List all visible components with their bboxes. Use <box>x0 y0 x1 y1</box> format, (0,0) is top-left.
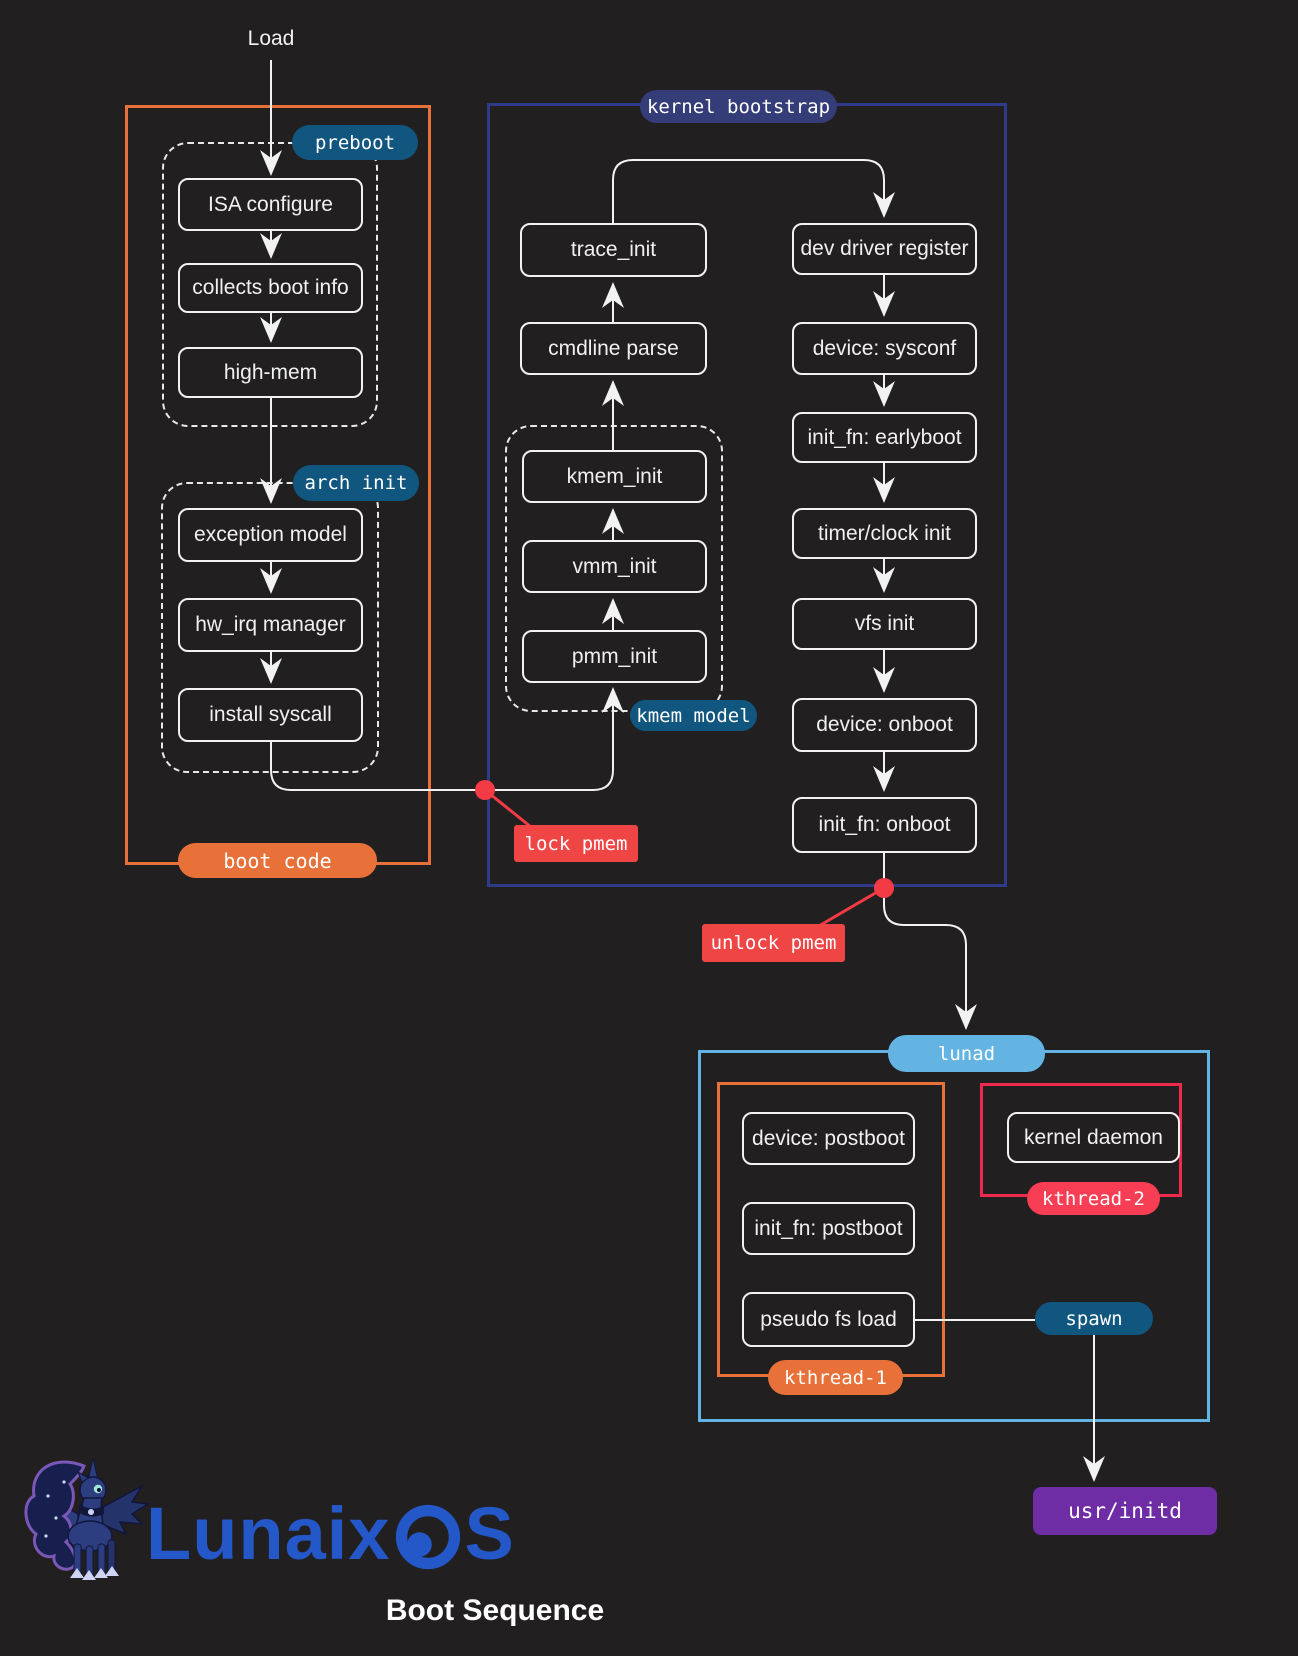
pony-mascot-logo <box>0 0 132 140</box>
node-pmm-init: pmm_init <box>522 630 707 683</box>
node-init-fn-earlyboot: init_fn: earlyboot <box>792 412 977 463</box>
brand-text-s: S <box>464 1492 515 1575</box>
kmem-model-label: kmem model <box>630 700 757 731</box>
brand-logo: Lunaix S <box>146 1492 515 1576</box>
node-trace-init: trace_init <box>520 223 707 277</box>
node-hw-irq-manager: hw_irq manager <box>178 598 363 652</box>
node-vmm-init: vmm_init <box>522 540 707 593</box>
spawn-label: spawn <box>1035 1302 1153 1335</box>
node-isa-configure: ISA configure <box>178 178 363 231</box>
kthread1-label: kthread-1 <box>768 1360 903 1395</box>
unlock-pmem-label: unlock pmem <box>702 924 845 962</box>
node-kmem-init: kmem_init <box>522 450 707 503</box>
page-title: Boot Sequence <box>385 1594 605 1627</box>
kernel-bootstrap-label: kernel bootstrap <box>640 90 837 123</box>
node-usr-initd: usr/initd <box>1033 1487 1217 1535</box>
lock-pmem-label: lock pmem <box>514 825 638 862</box>
node-device-sysconf: device: sysconf <box>792 322 977 375</box>
load-label: Load <box>247 27 295 50</box>
node-vfs-init: vfs init <box>792 598 977 650</box>
node-device-onboot: device: onboot <box>792 698 977 752</box>
node-init-fn-postboot: init_fn: postboot <box>742 1202 915 1255</box>
brand-text-lunaix: Lunaix <box>146 1492 391 1575</box>
boot-code-label: boot code <box>178 843 377 878</box>
pony-mascot <box>20 1452 152 1592</box>
node-device-postboot: device: postboot <box>742 1112 915 1165</box>
node-init-fn-onboot: init_fn: onboot <box>792 797 977 853</box>
node-kernel-daemon: kernel daemon <box>1007 1112 1180 1163</box>
arch-init-label: arch init <box>293 465 419 501</box>
node-collects-boot-info: collects boot info <box>178 263 363 313</box>
kthread2-label: kthread-2 <box>1027 1182 1160 1215</box>
node-install-syscall: install syscall <box>178 688 363 742</box>
node-cmdline-parse: cmdline parse <box>520 322 707 375</box>
node-pseudo-fs-load: pseudo fs load <box>742 1292 915 1347</box>
node-dev-driver-register: dev driver register <box>792 223 977 275</box>
node-timer-clock-init: timer/clock init <box>792 508 977 559</box>
node-exception-model: exception model <box>178 508 363 562</box>
lunad-label: lunad <box>888 1035 1045 1072</box>
preboot-label: preboot <box>292 125 418 160</box>
node-high-mem: high-mem <box>178 347 363 398</box>
brand-moon-o-icon <box>394 1503 462 1571</box>
